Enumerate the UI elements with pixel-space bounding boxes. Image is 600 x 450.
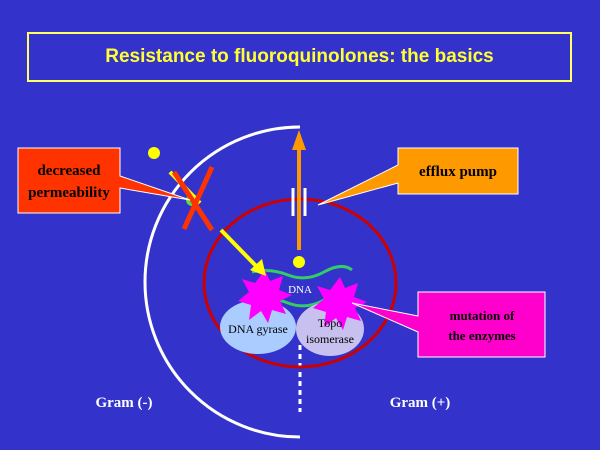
callout-permeability-line2: permeability (28, 185, 110, 201)
drug-molecule-inside (293, 256, 305, 268)
mutation-burst-left (238, 270, 292, 323)
mutation-burst-right (313, 277, 367, 330)
blocked-x-stroke-1 (171, 170, 215, 232)
topo-label-line2: isomerase (306, 332, 354, 346)
dna-gyrase-enzyme (220, 300, 296, 354)
blocked-x-stroke-2 (181, 165, 215, 231)
dna-label: DNA (288, 284, 312, 296)
callout-permeability-line1: decreased (37, 163, 101, 179)
callout-efflux-box (317, 147, 519, 206)
gram-positive-label: Gram (+) (390, 395, 451, 411)
drug-path-arrowhead (250, 259, 266, 276)
slide-title: Resistance to fluoroquinolones: the basi… (105, 46, 494, 67)
outer-membrane-arc (143, 125, 300, 439)
efflux-arrow-head (292, 130, 306, 150)
callout-mutation-box (351, 291, 546, 358)
gram-negative-label: Gram (-) (95, 395, 152, 411)
topo-label-line1: Topo (318, 316, 343, 330)
callout-mutation-line1: mutation of (450, 308, 515, 323)
gyrase-label: DNA gyrase (228, 322, 288, 336)
callout-mutation-line2: the enzymes (448, 328, 516, 343)
drug-path-inner (219, 228, 260, 270)
title-box: Resistance to fluoroquinolones: the basi… (27, 32, 572, 82)
callout-permeability-box (17, 147, 191, 214)
dna-strand-top (251, 265, 353, 280)
drug-molecule-outside (148, 147, 160, 159)
callout-efflux-label: efflux pump (419, 164, 497, 180)
